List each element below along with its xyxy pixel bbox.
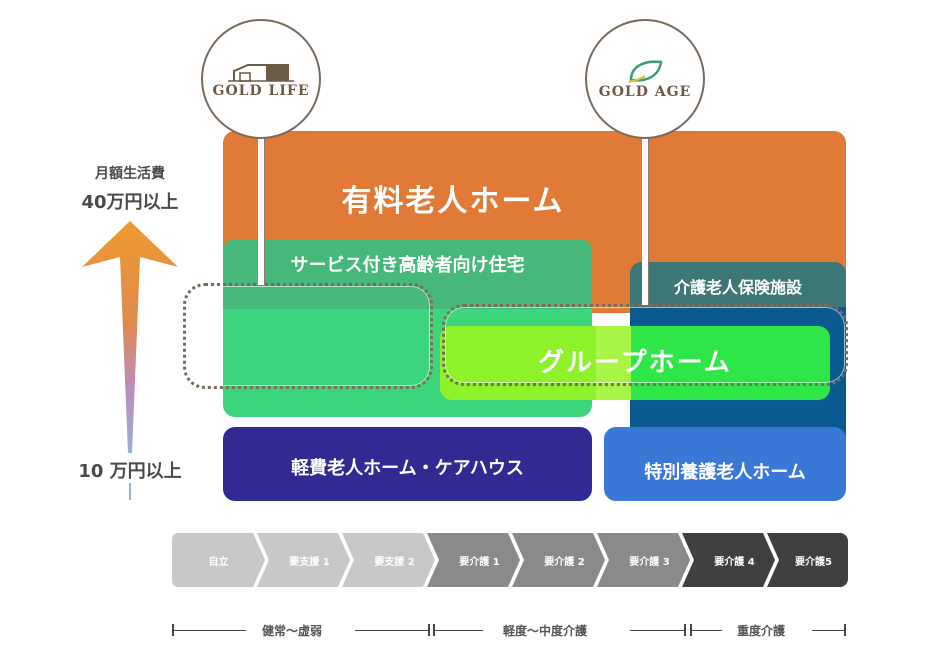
care-level-step: 自立 bbox=[172, 533, 265, 587]
care-level-step: 要介護 1 bbox=[427, 533, 520, 587]
care-level-step: 要支援 2 bbox=[342, 533, 435, 587]
range-line bbox=[630, 630, 684, 631]
facility-label: 介護老人保険施設 bbox=[673, 278, 802, 297]
care-level-step: 要介護 2 bbox=[512, 533, 605, 587]
care-level-step: 要介護 3 bbox=[597, 533, 690, 587]
range-line bbox=[174, 630, 246, 631]
range-line bbox=[692, 630, 722, 631]
range-tick bbox=[844, 624, 846, 636]
goldlife-pin-line bbox=[258, 110, 265, 285]
leaf-icon bbox=[628, 60, 663, 83]
facility-group-home: グループホーム bbox=[440, 326, 830, 400]
goldage-logo: GOLD AGE bbox=[585, 19, 705, 139]
care-level-label: 要支援 2 bbox=[374, 556, 415, 568]
range-line bbox=[435, 630, 483, 631]
care-level-label: 自立 bbox=[208, 556, 229, 568]
range-tick bbox=[428, 624, 430, 636]
range-label-healthy: 健常〜虚弱 bbox=[262, 624, 323, 638]
range-tick bbox=[690, 624, 692, 636]
care-level-step: 要介護5 bbox=[767, 533, 848, 587]
range-label-mild-moderate: 軽度〜中度介護 bbox=[503, 624, 588, 638]
facility-keihi-rojin-home: 軽費老人ホーム・ケアハウス bbox=[223, 427, 592, 501]
house-icon bbox=[228, 64, 294, 82]
care-level-label: 要支援 1 bbox=[289, 556, 330, 568]
care-level-step: 要支援 1 bbox=[257, 533, 350, 587]
facility-label: サービス付き高齢者向け住宅 bbox=[290, 255, 525, 276]
care-level-label: 要介護 3 bbox=[629, 556, 670, 568]
care-level-label: 要介護 4 bbox=[714, 556, 755, 568]
range-tick bbox=[172, 624, 174, 636]
care-level-label: 要介護 1 bbox=[459, 556, 500, 568]
care-level-scale: 自立 要支援 1 要支援 2 要介護 1 要介護 2 要介護 3 要介護 4 要介護5 bbox=[172, 533, 848, 587]
facility-tokubetsu-yogo-rojin-home: 特別養護老人ホーム bbox=[604, 427, 846, 501]
y-axis-top-label-value: 40万円以上 bbox=[81, 192, 179, 213]
facility-label: 特別養護老人ホーム bbox=[644, 462, 806, 483]
goldlife-logo-text: GOLD LIFE bbox=[212, 83, 310, 99]
range-line bbox=[812, 630, 844, 631]
facility-label: グループホーム bbox=[538, 348, 732, 378]
y-axis-bottom-label: 10 万円以上 bbox=[78, 461, 182, 482]
goldlife-coverage-outline bbox=[183, 283, 433, 389]
range-label-severe: 重度介護 bbox=[737, 624, 786, 638]
goldage-pin-line bbox=[642, 110, 649, 305]
care-level-label: 要介護5 bbox=[795, 556, 832, 568]
range-tick bbox=[684, 624, 686, 636]
goldlife-logo: GOLD LIFE bbox=[201, 19, 321, 139]
care-level-step: 要介護 4 bbox=[682, 533, 775, 587]
care-level-label: 要介護 2 bbox=[544, 556, 585, 568]
facility-label: 有料老人ホーム bbox=[341, 184, 565, 219]
range-line bbox=[355, 630, 428, 631]
cost-arrow-icon bbox=[82, 221, 178, 500]
goldage-logo-text: GOLD AGE bbox=[598, 84, 692, 100]
goldage-coverage-outline bbox=[442, 304, 848, 386]
y-axis-top-label-caption: 月額生活費 bbox=[95, 166, 165, 182]
facility-label: 軽費老人ホーム・ケアハウス bbox=[291, 458, 524, 479]
range-tick bbox=[433, 624, 435, 636]
